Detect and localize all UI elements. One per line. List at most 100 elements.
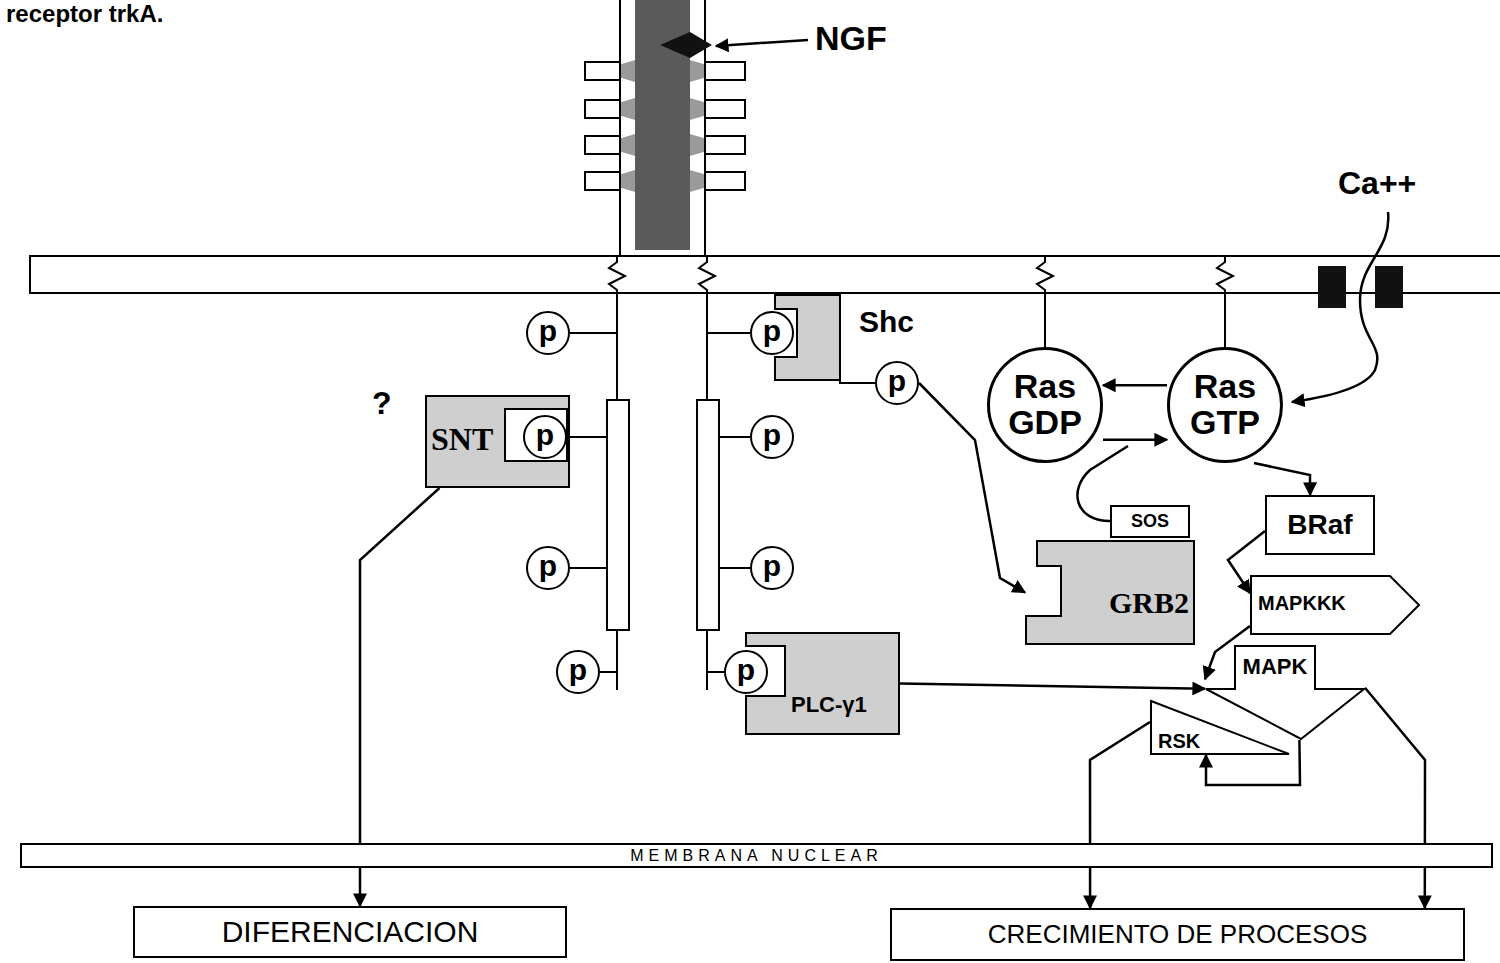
kinase-triangle: RSK [1150,700,1290,755]
ras-anchor [1037,256,1233,347]
node-text: p [539,551,557,581]
receptor-intracellular-part [699,256,715,293]
kinase-arrow-shape-outline-part [1206,646,1364,739]
receptor-intracellular-part [570,567,607,569]
node-text: p [763,551,781,581]
node-text: p [737,655,755,685]
adaptor-box: GRB2 [1025,540,1195,645]
node-text: SOS [1131,511,1169,532]
ras-anchor-part [1217,256,1233,347]
node-text: GRB2 [1025,586,1195,620]
receptor-intracellular-part [697,400,719,630]
receptor-intracellular-part [600,671,617,673]
receptor-extracellular-part [619,0,621,256]
node-text: p [569,655,587,685]
receptor-extracellular-part [585,136,620,154]
adaptor-box-outline-part [505,409,567,461]
phospho-circle: p [556,650,600,694]
enzyme-box: PLC-γ1p [745,632,900,735]
receptor-extracellular-part [660,32,712,58]
calcium-arrow-part [1292,212,1388,402]
receptor-intracellular-part [719,567,750,569]
receptor-extracellular-part [705,62,745,80]
node-text: DIFERENCIACION [222,915,479,949]
signal-arrow [900,684,1205,689]
calcium-arrow [1292,212,1388,402]
phospho-circle: p [875,361,919,405]
ras-circle: Ras GTP [1167,347,1283,463]
ngf-leader-part [716,40,808,46]
outcome-box: DIFERENCIACION [133,906,567,958]
node-text: MAPK [1235,654,1315,680]
phospho-circle: p [523,415,567,459]
shc-linker-part [840,340,875,383]
node-text: RSK [1158,730,1298,753]
receptor-extracellular-part [705,100,745,118]
adaptor-box-outline-part [1026,541,1194,644]
node-text: Ras GTP [1179,369,1271,440]
node-text: p [888,366,906,396]
node-text: p [763,316,781,346]
node-text: Ras GDP [999,369,1091,440]
node-text: p [539,316,557,346]
nuclear-membrane-band: MEMBRANA NUCLEAR [20,843,1493,868]
receptor-intracellular-part [607,400,629,630]
node-text: p [763,420,781,450]
node-text: PLC-γ1 [791,692,946,718]
receptor-extracellular-part [585,172,620,190]
node-text: CRECIMIENTO DE PROCESOS [988,919,1367,950]
annotation-label: Ca++ [1338,166,1416,201]
signal-arrow [1254,463,1310,495]
node-text: MAPKKK [1258,592,1428,615]
receptor-extracellular-part [585,62,620,80]
receptor-extracellular-part [704,0,706,256]
receptor-extracellular-part [705,172,745,190]
enzyme-box-outline-part [746,633,899,734]
receptor-intracellular-part [567,436,607,438]
ras-anchor-part [1037,256,1053,347]
kinase-arrow-shape: MAPKKK [1250,575,1420,635]
receptor-extracellular-part [705,136,745,154]
receptor-intracellular [567,256,750,690]
signal-arrow [1365,688,1425,908]
annotation-label: NGF [815,20,887,57]
phospho-circle: p [750,546,794,590]
signal-arrow [1090,722,1150,908]
receptor-intracellular-part [609,256,625,293]
enzyme-box-outline [745,632,900,735]
receptor-intracellular-part [719,436,750,438]
receptor-intracellular-part [707,671,724,673]
receptor-extracellular-part [585,100,620,118]
receptor-intracellular-part [570,332,617,334]
phospho-circle: p [526,311,570,355]
annotation-label: ? [372,386,392,421]
protein-box: SOS [1110,505,1190,538]
phospho-circle: p [526,546,570,590]
node-text: MEMBRANA NUCLEAR [630,847,882,865]
kinase-arrow-shape: MAPK [1205,645,1365,740]
node-text: Shc [859,305,1019,339]
cell-membrane-part [30,256,1500,293]
calcium-channel-part [1375,266,1403,308]
phospho-circle: p [724,650,768,694]
ngf-leader [716,40,808,46]
phospho-circle: p [750,415,794,459]
calcium-channel-part [1318,266,1346,308]
shc-linker [840,340,875,383]
receptor-extracellular [585,0,745,256]
adaptor-box: SNTp [425,395,570,488]
figure-title: receptor trkA. [6,0,163,28]
outcome-box: CRECIMIENTO DE PROCESOS [890,908,1465,961]
kinase-box: BRaf [1265,495,1375,555]
ras-circle: Ras GDP [987,347,1103,463]
node-text: BRaf [1287,509,1352,541]
receptor-intracellular-part [707,332,750,334]
signal-arrow [1103,439,1167,442]
node-text: p [536,420,554,450]
phospho-circle: p [750,311,794,355]
cell-membrane [30,256,1500,293]
signal-arrow [1103,384,1167,387]
